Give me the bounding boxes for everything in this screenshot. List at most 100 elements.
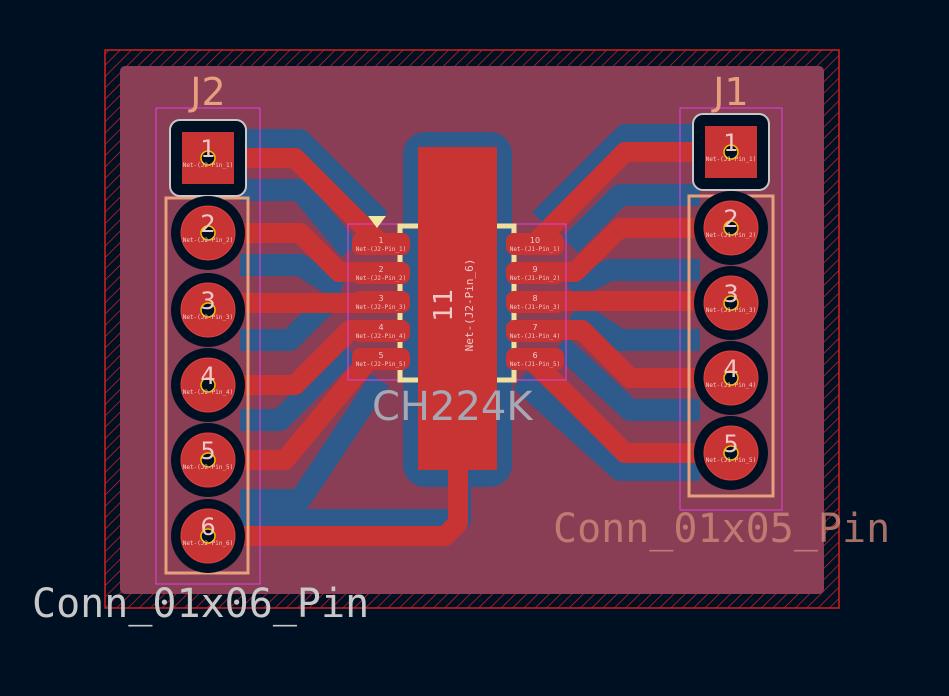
pad-copper [506, 262, 564, 284]
pad-number: 5 [723, 430, 738, 458]
drill-hole [723, 295, 739, 311]
pad-number: 6 [532, 351, 537, 360]
pin1-marker-icon [368, 216, 386, 228]
pad-net-name: Net-(J2-Pin_6) [183, 540, 234, 547]
pad-number: 7 [532, 323, 537, 332]
pad-number: 6 [200, 513, 215, 541]
u1-value-text: CH224K [372, 384, 534, 430]
pad-copper [352, 320, 410, 342]
u1-exposed-pad[interactable]: 11 Net-(J2-Pin_6) [418, 147, 497, 470]
pad-net-name: Net-(J1-Pin_2) [706, 232, 757, 239]
pad-net-name: Net-(J2-Pin_1) [183, 162, 234, 169]
back-copper-trace [568, 300, 700, 351]
pad-number: 9 [532, 265, 537, 274]
drill-hole [200, 302, 216, 318]
pad-copper [506, 348, 564, 370]
pad-number: 5 [200, 437, 215, 465]
drill-hole [723, 144, 739, 160]
pad-net-name: Net-(J2-Pin_3) [356, 304, 407, 311]
pad-copper [352, 348, 410, 370]
back-copper-trace [512, 371, 700, 481]
pad-number: 2 [200, 210, 215, 238]
pad-number: 1 [378, 236, 383, 245]
pad-net-name: Net-(J1-Pin_4) [706, 382, 757, 389]
pad-net-name: Net-(J2-Pin_4) [356, 333, 407, 340]
pad-number: 8 [532, 294, 537, 303]
pad-number: 5 [378, 351, 383, 360]
j2-reference: J2 [188, 70, 225, 114]
pad-number: 4 [378, 323, 383, 332]
back-copper-trace [562, 184, 700, 253]
front-copper-trace [208, 470, 468, 546]
pad-number: 2 [723, 205, 738, 233]
drill-hole [200, 225, 216, 241]
pad-net-name: Net-(J2-Pin_5) [183, 464, 234, 471]
pad-number: 2 [378, 265, 383, 274]
drill-hole [723, 220, 739, 236]
drill-hole [200, 528, 216, 544]
pad-net-name: Net-(J1-Pin_3) [510, 304, 561, 311]
pad-copper [352, 233, 410, 255]
pad-number: 4 [200, 362, 215, 390]
pad-net-name: Net-(J1-Pin_4) [510, 333, 561, 340]
pad-net-name: Net-(J2-Pin_2) [183, 237, 234, 244]
pad-net-name: Net-(J2-Pin_6) [463, 259, 476, 352]
pad-net-name: Net-(J2-Pin_3) [183, 314, 234, 321]
pad-copper [418, 147, 497, 470]
pad-net-name: Net-(J1-Pin_5) [706, 457, 757, 464]
drill-hole [200, 377, 216, 393]
j1-footprint[interactable]: J1 1Net-(J1-Pin_1)2Net-(J1-Pin_2)3Net-(J… [679, 70, 783, 511]
pad-copper [506, 233, 564, 255]
drill-hole [723, 370, 739, 386]
pad-copper [352, 291, 410, 313]
pad-number: 11 [429, 288, 459, 321]
drill-hole [200, 452, 216, 468]
back-copper-trace [552, 336, 700, 421]
pad-copper [352, 262, 410, 284]
pad-net-name: Net-(J2-Pin_4) [183, 389, 234, 396]
pad-number: 10 [530, 236, 540, 245]
pad-number: 1 [723, 129, 738, 157]
pad-number: 3 [200, 287, 215, 315]
drill-hole [723, 445, 739, 461]
pad-number: 1 [200, 135, 215, 163]
pad-net-name: Net-(J2-Pin_1) [356, 246, 407, 253]
pad-copper [506, 291, 564, 313]
pad-number: 3 [723, 280, 738, 308]
pad-net-name: Net-(J1-Pin_1) [510, 246, 561, 253]
back-copper-trace [565, 259, 700, 300]
back-copper-trace [532, 124, 700, 228]
j2-footprint[interactable]: J2 1Net-(J2-Pin_1)2Net-(J2-Pin_2)3Net-(J… [155, 70, 261, 585]
drill-hole [200, 150, 216, 166]
j1-reference: J1 [711, 70, 748, 114]
j1-courtyard [679, 107, 783, 511]
pad-copper [506, 320, 564, 342]
j2-value-text: Conn_01x06_Pin [32, 581, 369, 627]
j2-courtyard [155, 107, 261, 585]
pad-net-name: Net-(J1-Pin_3) [706, 307, 757, 314]
pad-net-name: Net-(J1-Pin_5) [510, 361, 561, 368]
